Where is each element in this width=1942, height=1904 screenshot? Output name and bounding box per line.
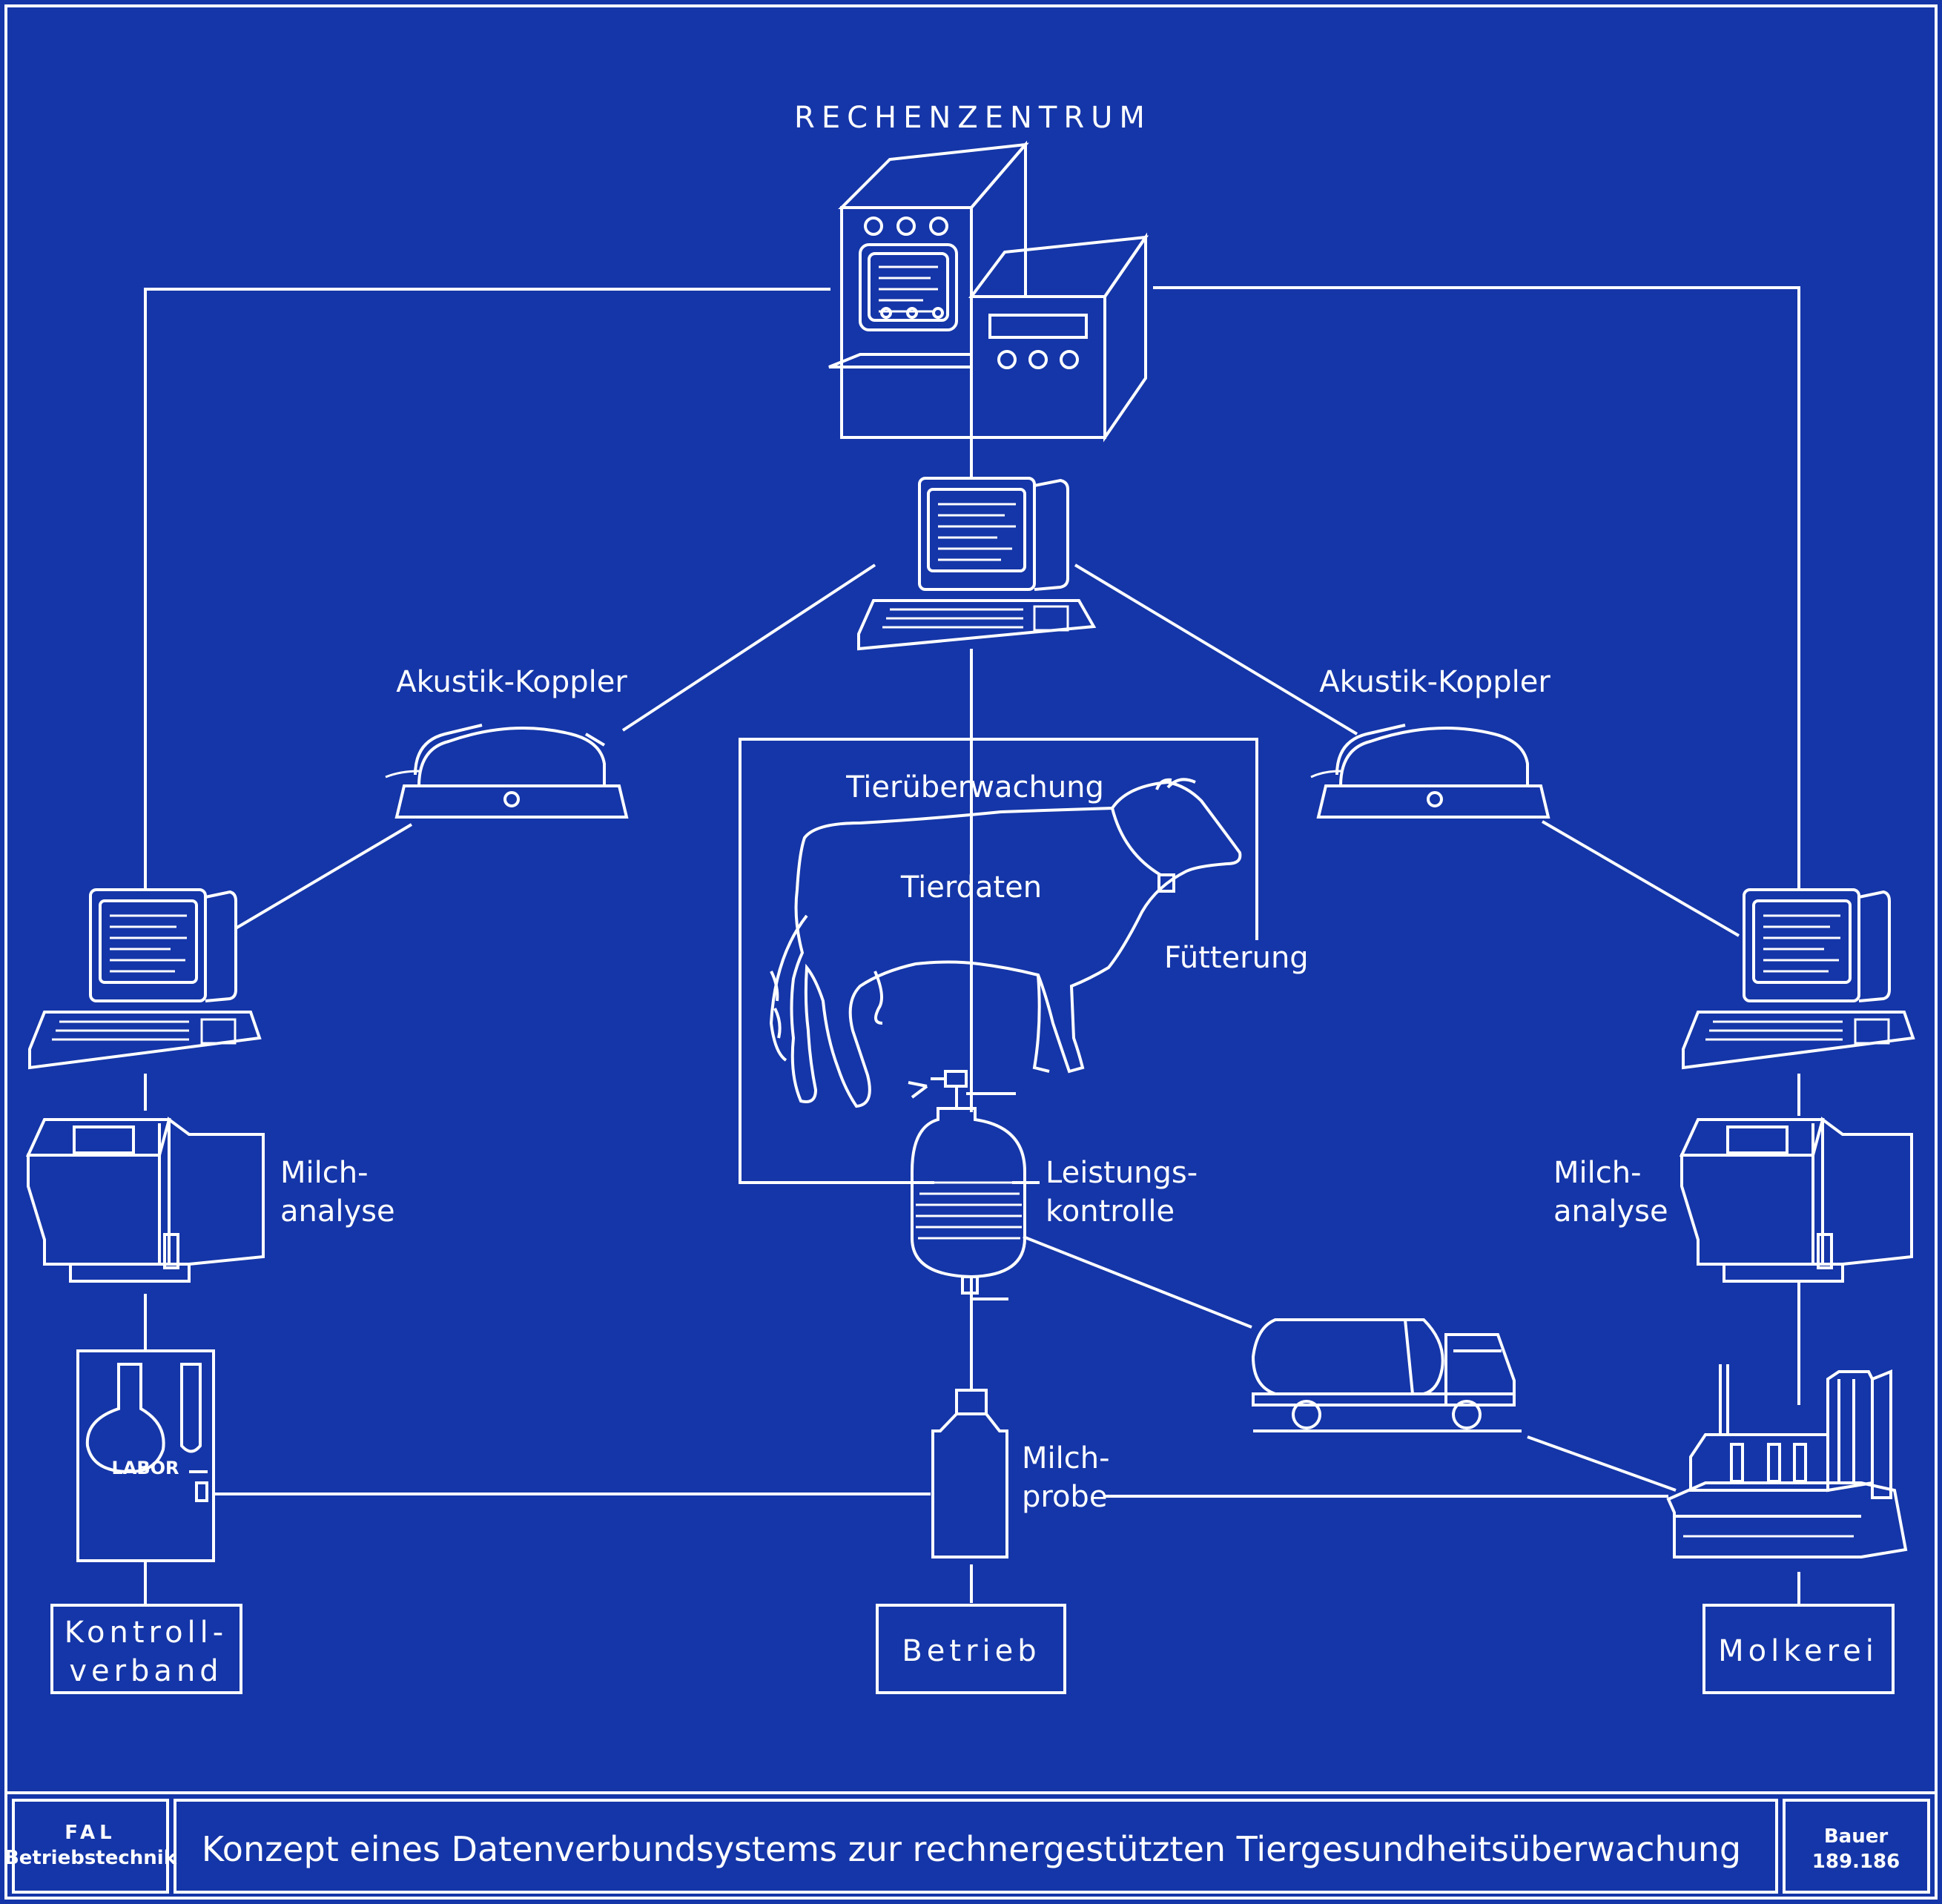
node-betrieb-label: Betrieb (902, 1634, 1040, 1668)
node-betrieb-box (876, 1604, 1066, 1694)
label-performance-check: Leistungs-kontrolle (1046, 1156, 1198, 1229)
milk-tank-icon (908, 1070, 1026, 1300)
label-animal-monitoring: Tierüberwachung (845, 770, 1104, 804)
node-kontrollverband-box (50, 1604, 242, 1694)
label-milk-analysis-right: Milch-analyse (1553, 1156, 1668, 1229)
coupler-right-icon (1310, 724, 1550, 819)
milk-sample-bottle-icon (931, 1389, 1008, 1558)
outer-frame (4, 4, 1938, 1900)
mainframe-icon (828, 140, 1149, 443)
footer-caption: Konzept eines Datenverbundsystems zur re… (202, 1829, 1741, 1869)
line-coupler-left-pc (234, 823, 413, 930)
node-molkerei-box (1702, 1604, 1895, 1694)
label-feeding: Fütterung (1164, 941, 1309, 975)
line-coupler-right-pc (1541, 820, 1740, 937)
node-molkerei-label: Molkerei (1718, 1634, 1878, 1668)
node-kontrollverband-label: Kontroll-verband (65, 1616, 228, 1688)
coupler-left-icon (385, 724, 629, 819)
line-truck-dairy (1527, 1435, 1677, 1492)
line-tank-truck (1023, 1235, 1252, 1329)
label-animal-data: Tierdaten (900, 870, 1042, 905)
label-coupler-left: Akustik-Koppler (396, 665, 627, 699)
left-terminal-icon (28, 888, 262, 1070)
label-labor: LABOR (111, 1458, 179, 1478)
cow-icon (769, 778, 1242, 1108)
milk-truck-icon (1251, 1318, 1522, 1432)
line-center-to-right (1153, 286, 1800, 890)
right-terminal-icon (1682, 888, 1915, 1070)
line-terminal-coupler-left (621, 563, 876, 732)
line-terminal-coupler-right (1074, 563, 1358, 736)
left-milk-analyzer-icon (25, 1117, 265, 1283)
title-rechenzentrum: RECHENZENTRUM (794, 101, 1152, 135)
label-milk-analysis-left: Milch-analyse (280, 1156, 395, 1229)
central-terminal-icon (857, 477, 1097, 651)
connection-lines (144, 286, 1800, 1605)
footer-caption-box (174, 1799, 1778, 1894)
label-coupler-right: Akustik-Koppler (1319, 665, 1550, 699)
footer-right-box (1783, 1799, 1930, 1894)
dairy-factory-icon (1666, 1364, 1908, 1558)
lab-icon (76, 1349, 215, 1562)
line-center-to-left (144, 288, 830, 890)
farm-frame (739, 738, 1258, 1184)
right-milk-analyzer-icon (1679, 1117, 1913, 1283)
footer-left-box (12, 1799, 169, 1894)
label-milk-sample: Milch-probe (1022, 1441, 1110, 1514)
